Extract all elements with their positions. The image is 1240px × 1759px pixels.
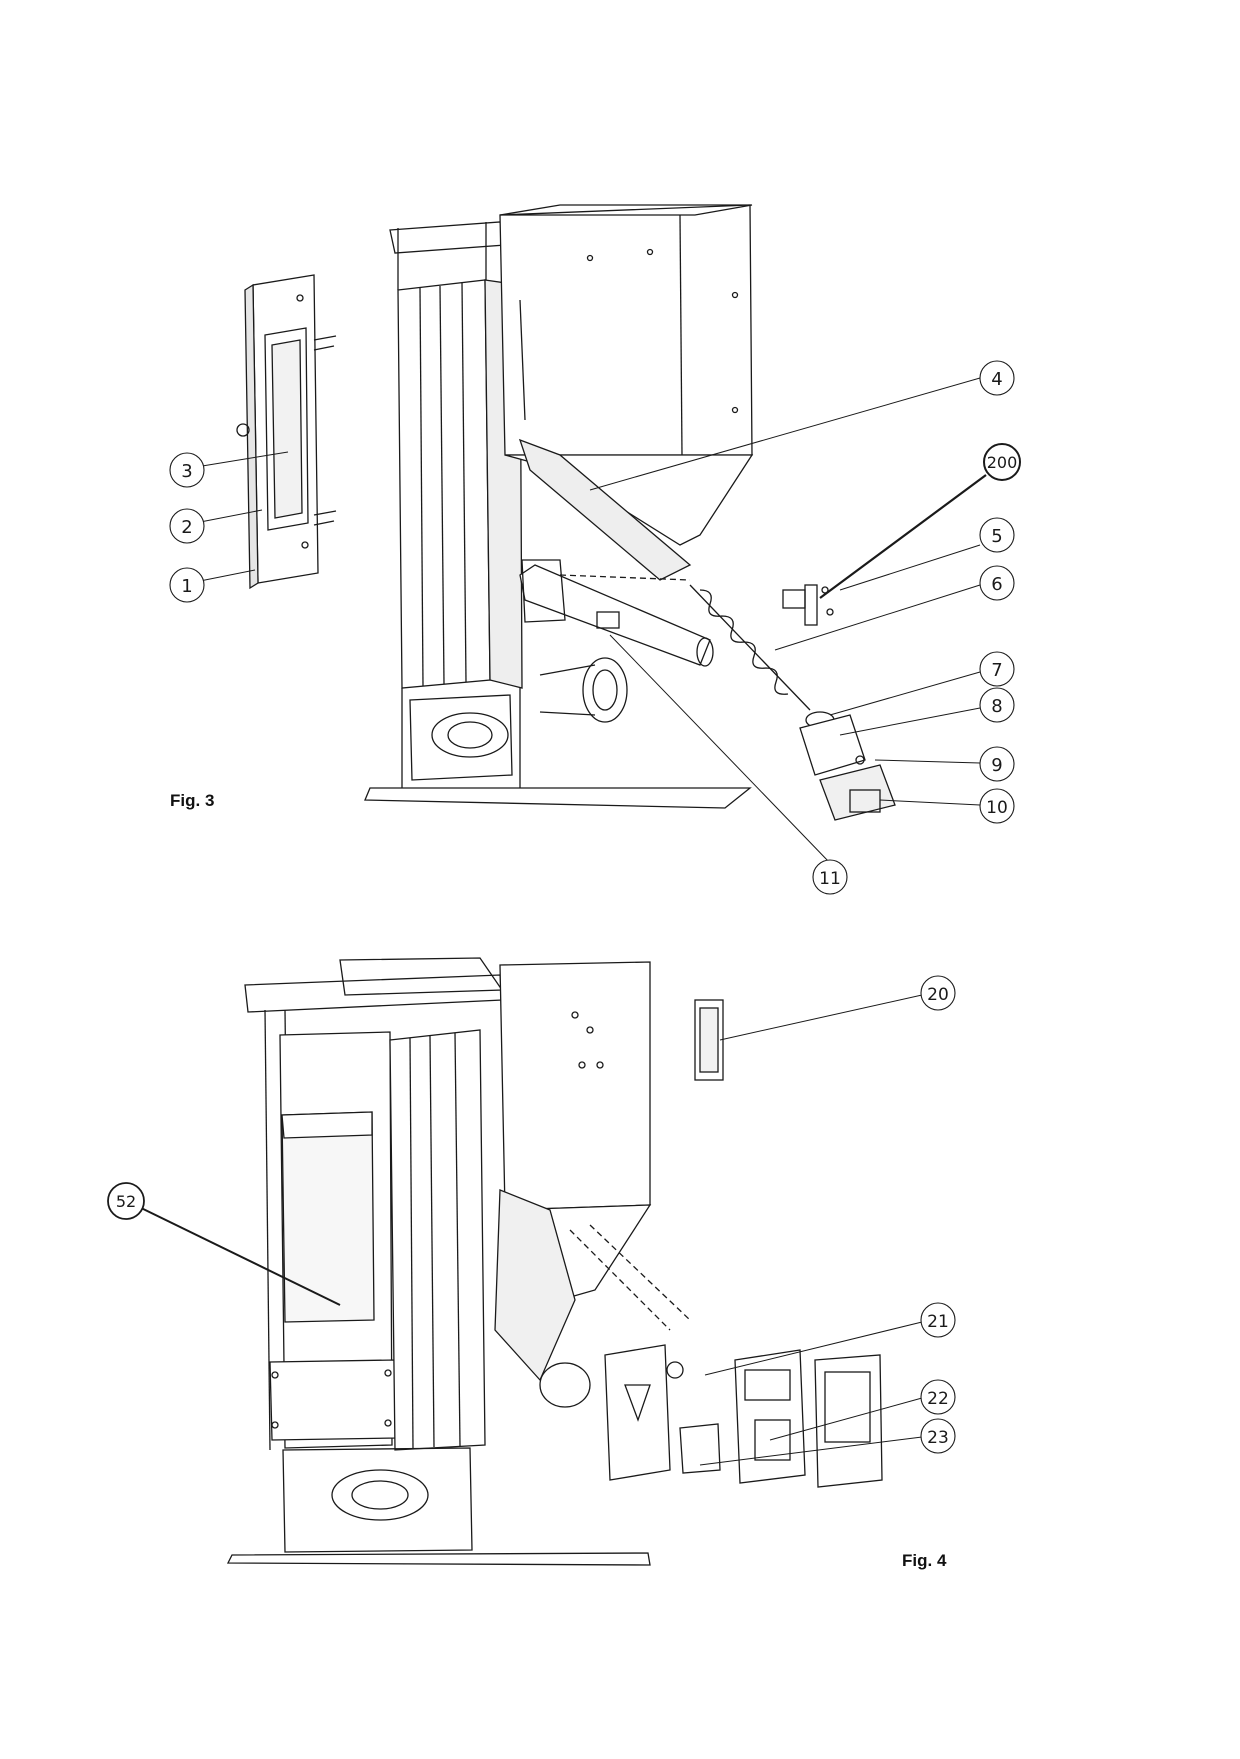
svg-text:8: 8 [991,696,1002,717]
svg-text:200: 200 [987,453,1018,472]
callout-20: 20 [920,975,956,1011]
svg-text:10: 10 [986,798,1008,818]
callout-3: 3 [169,452,205,488]
pellet-hopper-rear [339,957,652,1408]
svg-text:2: 2 [181,517,192,538]
callout-21: 21 [920,1302,956,1338]
callout-22: 22 [920,1379,956,1415]
sensor-housing [694,999,724,1081]
fig4-drawing: 20 52 21 22 23 [107,957,956,1566]
callout-11: 11 [812,859,848,895]
svg-text:23: 23 [927,1428,949,1448]
svg-text:22: 22 [927,1389,949,1409]
callout-9: 9 [979,746,1015,782]
fig4-callouts: 20 52 21 22 23 [107,975,956,1454]
fig3-drawing: 1 2 3 4 200 5 [169,204,1021,895]
fig3-leaders [189,377,987,864]
callout-10: 10 [979,788,1015,824]
callout-23: 23 [920,1418,956,1454]
fig4-leaders [134,994,923,1466]
figure-4-label: Fig. 4 [902,1551,947,1570]
svg-text:4: 4 [991,369,1002,390]
svg-text:7: 7 [991,660,1002,681]
igniter-bracket [782,584,834,626]
auger-tube [519,559,714,667]
callout-4: 4 [979,360,1015,396]
svg-text:11: 11 [819,869,841,889]
callout-52: 52 [107,1182,145,1220]
callout-6: 6 [979,565,1015,601]
callout-1: 1 [169,567,205,603]
svg-text:21: 21 [927,1312,949,1332]
svg-text:9: 9 [991,755,1002,776]
figure-3-label: Fig. 3 [170,791,215,810]
svg-text:5: 5 [991,526,1002,547]
callout-8: 8 [979,687,1015,723]
fig3-callouts: 1 2 3 4 200 5 [169,360,1021,895]
svg-text:1: 1 [181,576,192,597]
callout-2: 2 [169,508,205,544]
pellet-hopper [499,204,754,581]
auger-screw [689,584,835,729]
callout-200: 200 [983,443,1021,481]
svg-text:3: 3 [181,461,192,482]
auger-motor [799,714,896,821]
svg-text:20: 20 [927,985,949,1005]
callout-5: 5 [979,517,1015,553]
svg-text:6: 6 [991,574,1002,595]
control-board-assembly [569,1224,883,1488]
stove-body [364,221,752,809]
svg-text:52: 52 [116,1192,136,1211]
callout-7: 7 [979,651,1015,687]
door-panel [236,274,337,590]
